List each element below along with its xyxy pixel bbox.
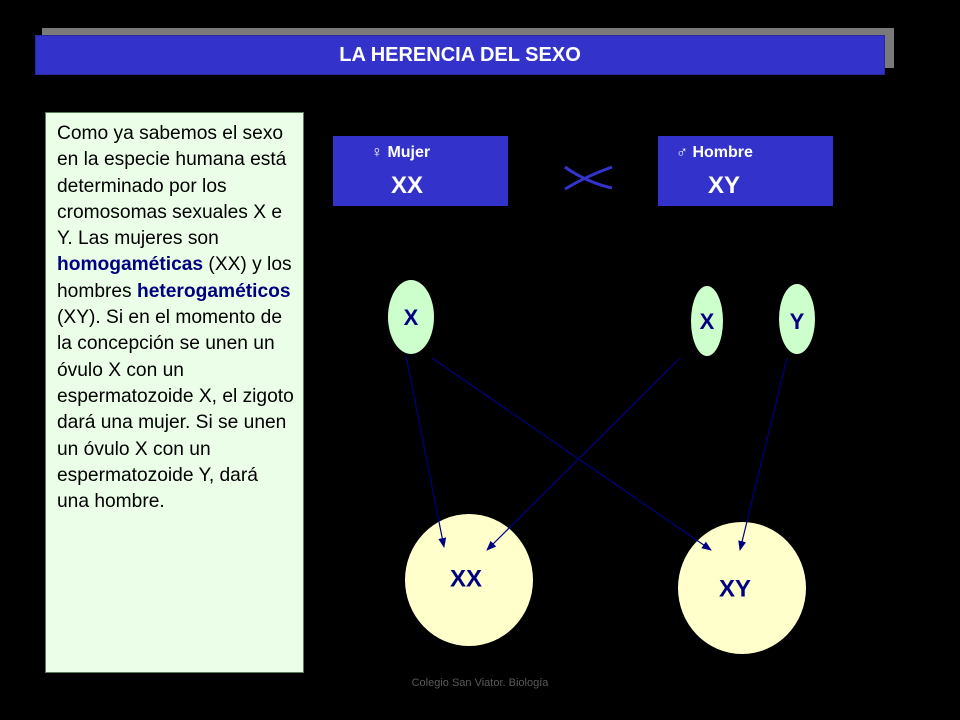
female-gamete-x [388,280,434,354]
male-gamete-y-label: Y [790,309,805,334]
male-gamete-x-label: X [700,309,715,334]
heterogametic-term: heterogaméticos [136,280,291,302]
zygote-xx-circle [405,514,533,646]
footer-credit: Colegio San Viator. Biología [411,677,549,689]
arrow-male-x-to-xx [486,357,681,551]
male-parent-box: ♂ Hombre XY [658,136,833,206]
arrow-female-x-to-xx [405,355,447,548]
explanation-text-part-3: (XY). Si en el momento de la concepción … [57,307,294,513]
zygote-xy-circle [678,522,806,654]
male-parent-label: ♂ Hombre [676,144,753,161]
explanation-text-part-2: (XX) y los hombres [57,254,292,302]
zygote-xy-label: XY [719,575,751,602]
slide-title: LA HERENCIA DEL SEXO [35,35,885,75]
male-gamete-x [691,286,723,356]
arrow-male-y-to-xy [738,357,788,551]
female-parent-genotype: XX [391,172,424,199]
male-gamete-y [779,284,815,354]
explanation-text-part-1: Como ya sabemos el sexo en la especie hu… [57,123,287,250]
female-gamete-x-label: X [404,305,419,330]
zygote-xx-label: XX [450,565,482,592]
homogametic-term: homogaméticas [57,254,204,276]
female-parent-label: ♀ Mujer [371,144,431,161]
female-parent-box: ♀ Mujer XX [333,136,508,206]
cross-symbol [564,165,613,191]
explanation-text-box: Como ya sabemos el sexo en la especie hu… [45,112,304,673]
male-parent-genotype: XY [708,172,741,199]
arrow-female-x-to-xy [431,357,712,551]
